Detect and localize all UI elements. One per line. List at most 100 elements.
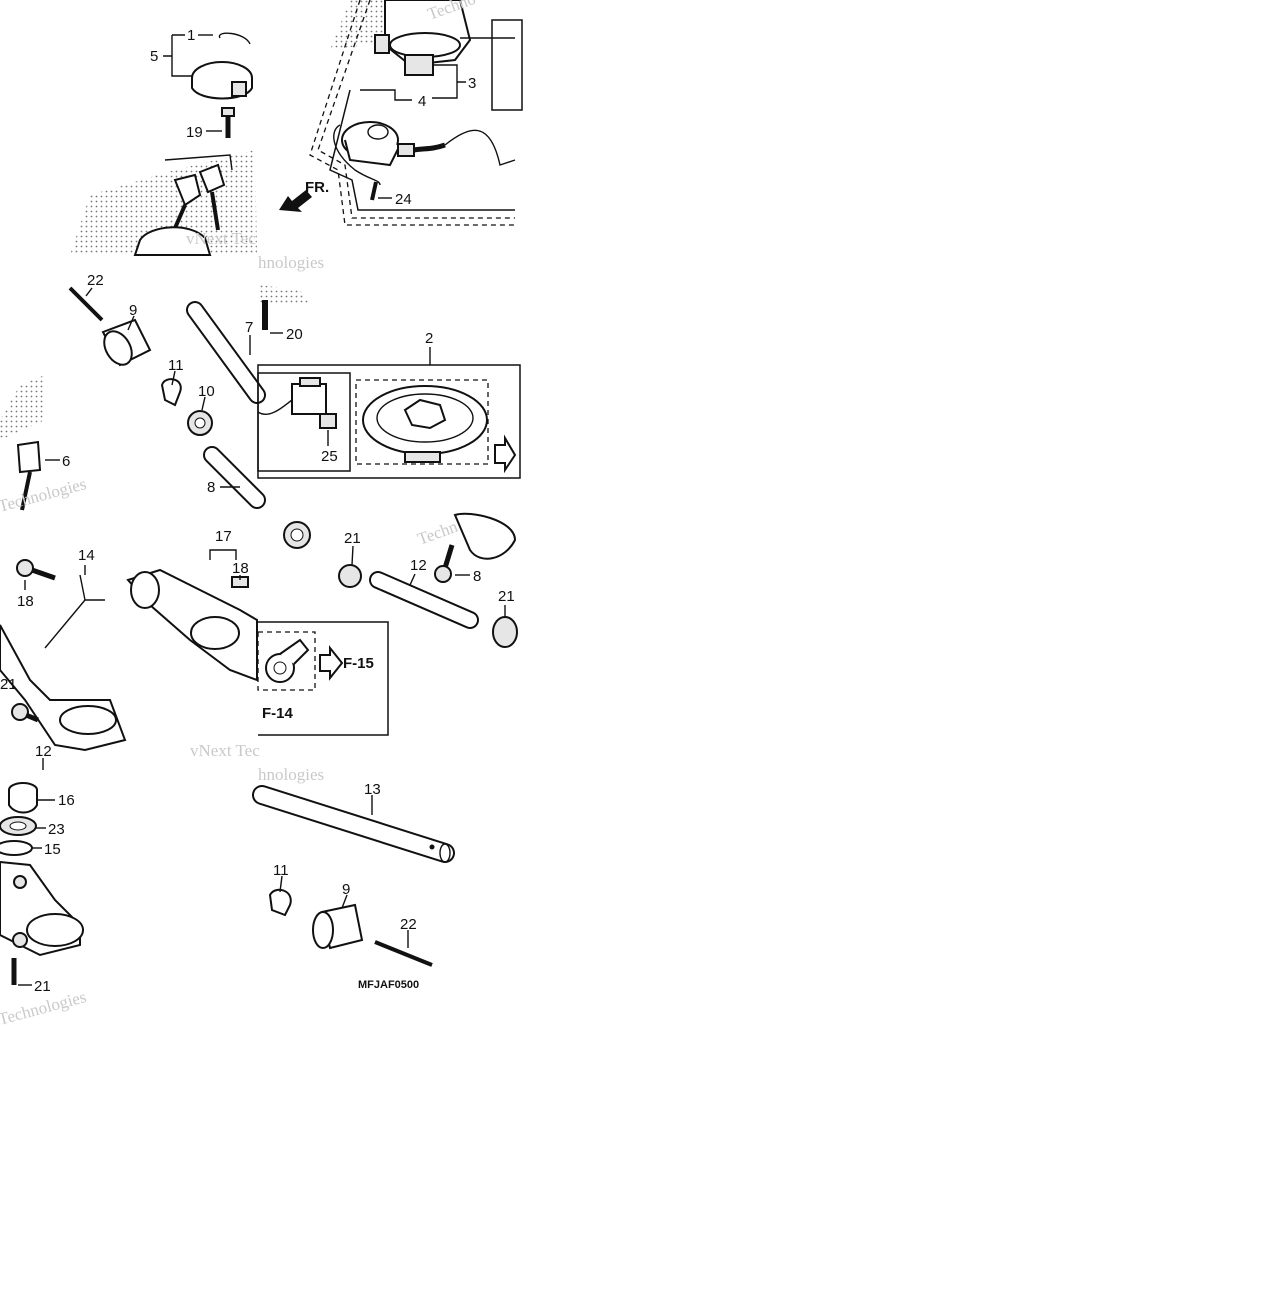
watermark-2: hnologies (258, 253, 324, 272)
callout-15: 15 (44, 841, 61, 858)
shading-area-4 (258, 285, 310, 305)
bolt-part-19 (221, 107, 235, 138)
callout-11a: 11 (168, 357, 184, 374)
screw-part-22b (374, 940, 433, 967)
connector-part (257, 377, 327, 415)
ref-arrow-f15 (319, 645, 344, 681)
lock-cylinder (265, 638, 310, 683)
shading-area-3 (0, 375, 45, 440)
switch-cap (362, 385, 488, 463)
top-bridge-part-17 (126, 568, 258, 682)
handlebar-part-13 (252, 785, 455, 863)
callout-10a: 10 (198, 383, 215, 400)
tile-top-bridge: 18 14 17 18 21 12 vNext Tec (0, 528, 260, 770)
leader-11a (171, 370, 176, 386)
collar-part-10b (492, 616, 518, 648)
handlebar-part-7 (186, 301, 266, 404)
callout-6: 6 (62, 453, 70, 470)
callout-9a: 9 (129, 302, 137, 319)
leader-12b (351, 545, 354, 566)
callout-19: 19 (186, 124, 203, 141)
watermark-8: Techn (415, 517, 461, 549)
lock-box (257, 631, 316, 691)
callout-4: 4 (418, 93, 426, 110)
leader-8b (409, 573, 416, 586)
bolt-part-21a (16, 559, 56, 581)
callout-12a: 21 (344, 530, 361, 547)
collar-part-gear (283, 521, 311, 549)
grip-end (453, 512, 517, 560)
switch-body (374, 0, 515, 76)
tile-bottom-bridge: 16 23 15 21 Technologies (0, 782, 88, 1029)
leader-9a (127, 315, 135, 331)
leader-9b (341, 894, 348, 909)
ring-part-5 (191, 61, 253, 100)
tube-part-8a (203, 446, 266, 509)
callout-14: 14 (78, 547, 95, 564)
key-part-6 (16, 440, 42, 511)
collar-part-10a (187, 410, 213, 436)
watermark-1: vNext Tec (186, 229, 256, 248)
tile-handlebar-pipe: 13 11 9 22 MFJAF0500 hnologies (252, 765, 455, 991)
leader-17 (209, 549, 237, 560)
leader-10a (201, 396, 206, 411)
callout-8b: 12 (410, 557, 427, 574)
callout-3: 3 (468, 75, 476, 92)
clip-part-11a (160, 378, 182, 407)
collar-part-12 (338, 564, 362, 588)
callout-8a: 8 (207, 479, 215, 496)
leader-22a (85, 287, 93, 297)
bolt-part-21b (434, 544, 455, 583)
boundary-inner (329, 89, 515, 211)
bottom-bridge (0, 860, 84, 957)
callout-24: 24 (395, 191, 412, 208)
callout-16: 16 (58, 792, 75, 809)
callout-11b: 11 (273, 862, 289, 879)
callout-21c: 21 (0, 676, 17, 693)
fork-clamp (0, 624, 127, 752)
callout-13: 13 (364, 781, 381, 798)
watermark-4: vNext Tec (190, 741, 260, 760)
callout-18: 18 (232, 560, 249, 577)
boundary-outer-2 (309, 0, 515, 226)
tube-part-8b (369, 571, 479, 629)
watermark-5: hnologies (258, 765, 324, 784)
callout-22b: 22 (400, 916, 417, 933)
callout-9b: 9 (342, 881, 350, 898)
tile-handlebar-right: F-15 F-14 21 12 8 21 Techn (257, 512, 518, 736)
diagram-code: MFJAF0500 (358, 979, 419, 991)
callout-7: 7 (245, 319, 253, 336)
front-label: FR. (305, 179, 329, 196)
ref-f15: F-15 (343, 655, 374, 672)
weight-part-9a (101, 318, 152, 367)
watermark-3: Technologies (0, 474, 88, 516)
plug-part-25 (319, 413, 337, 429)
leader-11b (279, 875, 283, 893)
callout-5: 5 (150, 48, 158, 65)
callout-20: 20 (286, 326, 303, 343)
leader-4 (360, 89, 412, 101)
callout-2: 2 (425, 330, 433, 347)
ref-box-right (491, 19, 523, 111)
tile-ignition-switch: 1 5 19 vNext Tec (70, 27, 257, 256)
ref-arrow-kit (494, 434, 517, 474)
tile-switch-kit: 20 2 25 (257, 285, 521, 479)
callout-21a: 18 (17, 593, 34, 610)
weight-part-9b (312, 903, 364, 950)
connector-box (257, 372, 351, 472)
boundary-outer (317, 0, 515, 219)
callout-23: 23 (48, 821, 65, 838)
callout-10b: 21 (498, 588, 515, 605)
washer-part-15 (0, 840, 33, 856)
ref-f14: F-14 (262, 705, 294, 722)
screw-part-22a (68, 286, 104, 322)
leader-5 (163, 34, 192, 77)
callout-1: 1 (187, 27, 195, 44)
tile-handlebar-left: 22 9 7 11 10 6 8 Technologies (0, 272, 266, 516)
callout-12b: 12 (35, 743, 52, 760)
cap-box (355, 379, 489, 465)
cap-part-16 (8, 782, 38, 814)
leader-3 (432, 64, 466, 99)
tile-switch-assembly: FR. 3 4 24 hnologies Techno (258, 0, 523, 272)
